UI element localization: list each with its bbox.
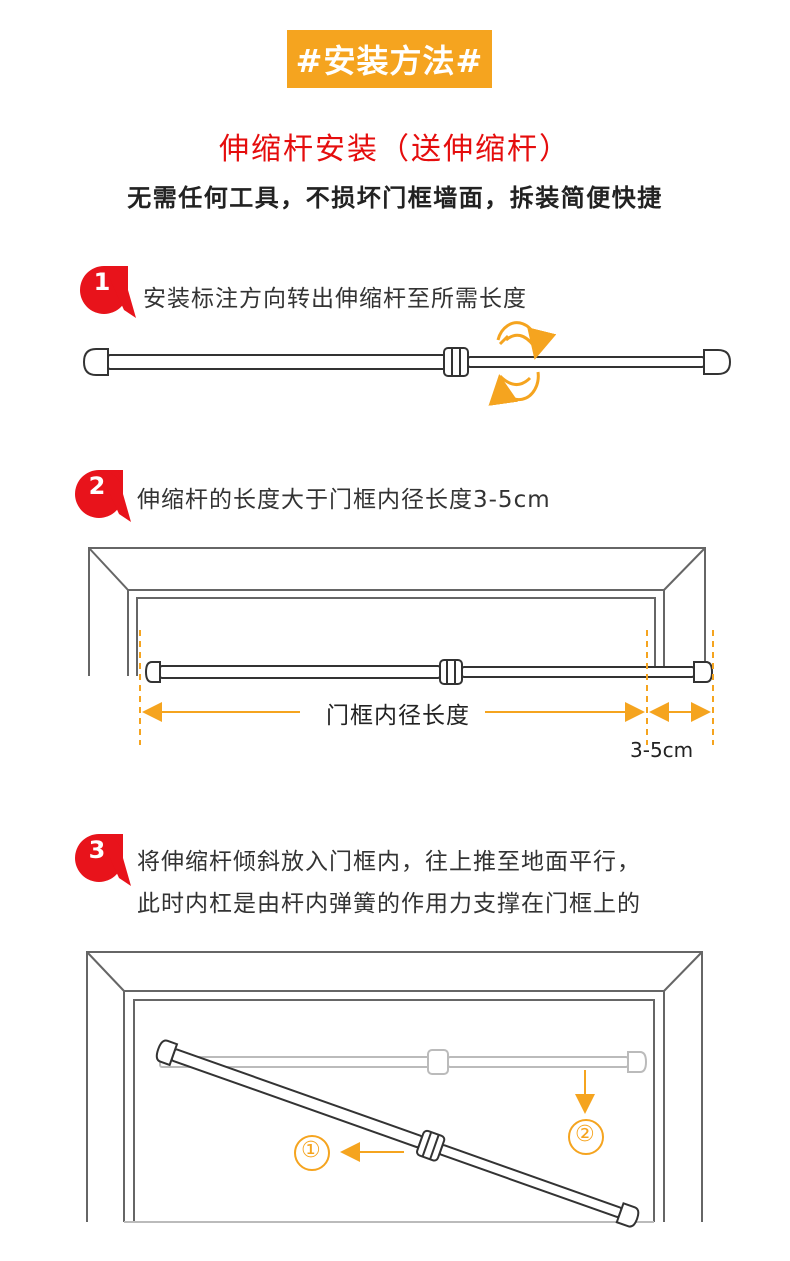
step-1-badge: 1 [78, 262, 138, 322]
figure-2-frame [88, 547, 706, 676]
step-1-number: 1 [93, 268, 111, 296]
section-subtitle: 伸缩杆安装（送伸缩杆） [219, 132, 571, 167]
marker-2-label: ② [575, 1122, 595, 1147]
section-tagline: 无需任何工具，不损坏门框墙面，拆装简便快捷 [127, 184, 663, 212]
badge-shape-icon [80, 266, 136, 318]
marker-1-label: ① [301, 1138, 321, 1163]
figure-3-rod-final-position [159, 1049, 648, 1075]
badge-shape-icon [75, 834, 131, 886]
extra-length-label: 3-5cm [630, 738, 694, 762]
figure-3-arrows [294, 1070, 604, 1171]
section-title: #安装方法# [287, 30, 492, 88]
figure-1-rod [82, 347, 732, 377]
rotation-arrow-icon [488, 321, 557, 406]
step-3-number: 3 [88, 836, 106, 864]
step-1-text: 安装标注方向转出伸缩杆至所需长度 [143, 286, 527, 312]
badge-shape-icon [75, 470, 131, 522]
step-2-badge: 2 [73, 466, 133, 526]
figure-3-rod-tilted [155, 1039, 640, 1228]
figure-3-frame [86, 951, 703, 1223]
step-3-text-line1: 将伸缩杆倾斜放入门框内，往上推至地面平行， [137, 849, 641, 875]
step-2-text: 伸缩杆的长度大于门框内径长度3-5cm [137, 487, 551, 513]
inner-width-label: 门框内径长度 [318, 696, 478, 730]
measurement-guides [139, 630, 714, 745]
step-3-badge: 3 [73, 830, 133, 890]
figure-2-rod [144, 659, 714, 685]
step-3-text-line2: 此时内杠是由杆内弹簧的作用力支撑在门框上的 [137, 891, 641, 917]
step-2-number: 2 [88, 472, 106, 500]
